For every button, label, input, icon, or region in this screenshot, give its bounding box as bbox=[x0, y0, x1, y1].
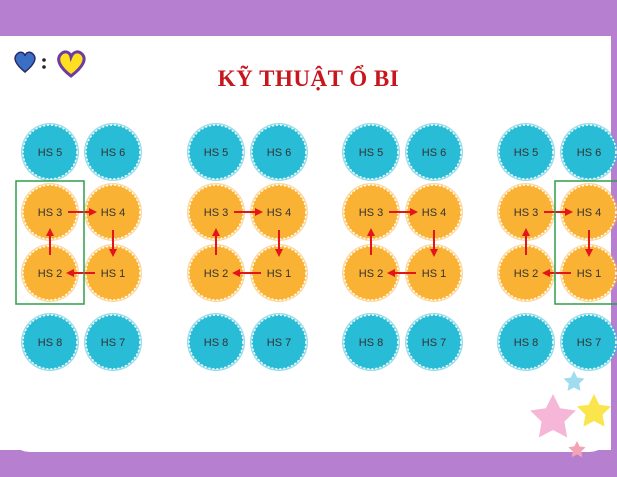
outer-circle: HS 5 bbox=[21, 123, 79, 181]
node-label: HS 2 bbox=[38, 268, 62, 280]
node-label: HS 4 bbox=[422, 207, 446, 219]
node-label: HS 3 bbox=[204, 207, 228, 219]
outer-circle: HS 6 bbox=[84, 123, 142, 181]
node-label: HS 7 bbox=[101, 337, 125, 349]
node-label: HS 8 bbox=[359, 337, 383, 349]
outer-circle: HS 8 bbox=[342, 313, 400, 371]
node-label: HS 3 bbox=[514, 207, 538, 219]
node-label: HS 6 bbox=[422, 147, 446, 159]
node-label: HS 5 bbox=[359, 147, 383, 159]
outer-circle: HS 7 bbox=[405, 313, 463, 371]
node-label: HS 3 bbox=[38, 207, 62, 219]
outer-circle: HS 8 bbox=[187, 313, 245, 371]
node-label: HS 4 bbox=[267, 207, 291, 219]
node-label: HS 2 bbox=[359, 268, 383, 280]
node-label: HS 2 bbox=[204, 268, 228, 280]
node-label: HS 2 bbox=[514, 268, 538, 280]
node-label: HS 1 bbox=[422, 268, 446, 280]
outer-circle: HS 5 bbox=[342, 123, 400, 181]
node-label: HS 5 bbox=[38, 147, 62, 159]
node-label: HS 1 bbox=[577, 268, 601, 280]
node-label: HS 5 bbox=[204, 147, 228, 159]
node-label: HS 1 bbox=[101, 268, 125, 280]
node-label: HS 6 bbox=[577, 147, 601, 159]
outer-circle: HS 7 bbox=[84, 313, 142, 371]
outer-circle: HS 5 bbox=[187, 123, 245, 181]
node-label: HS 6 bbox=[267, 147, 291, 159]
node-label: HS 7 bbox=[422, 337, 446, 349]
outer-circle: HS 8 bbox=[497, 313, 555, 371]
node-label: HS 5 bbox=[514, 147, 538, 159]
node-label: HS 7 bbox=[267, 337, 291, 349]
node-label: HS 8 bbox=[514, 337, 538, 349]
node-label: HS 8 bbox=[204, 337, 228, 349]
outer-circle: HS 5 bbox=[497, 123, 555, 181]
node-label: HS 8 bbox=[38, 337, 62, 349]
outer-circle: HS 7 bbox=[560, 313, 617, 371]
node-label: HS 6 bbox=[101, 147, 125, 159]
node-label: HS 1 bbox=[267, 268, 291, 280]
outer-circle: HS 6 bbox=[560, 123, 617, 181]
node-label: HS 4 bbox=[101, 207, 125, 219]
outer-circle: HS 6 bbox=[405, 123, 463, 181]
outer-circle: HS 8 bbox=[21, 313, 79, 371]
outer-circle: HS 7 bbox=[250, 313, 308, 371]
node-label: HS 7 bbox=[577, 337, 601, 349]
node-label: HS 4 bbox=[577, 207, 601, 219]
node-label: HS 3 bbox=[359, 207, 383, 219]
outer-circle: HS 6 bbox=[250, 123, 308, 181]
